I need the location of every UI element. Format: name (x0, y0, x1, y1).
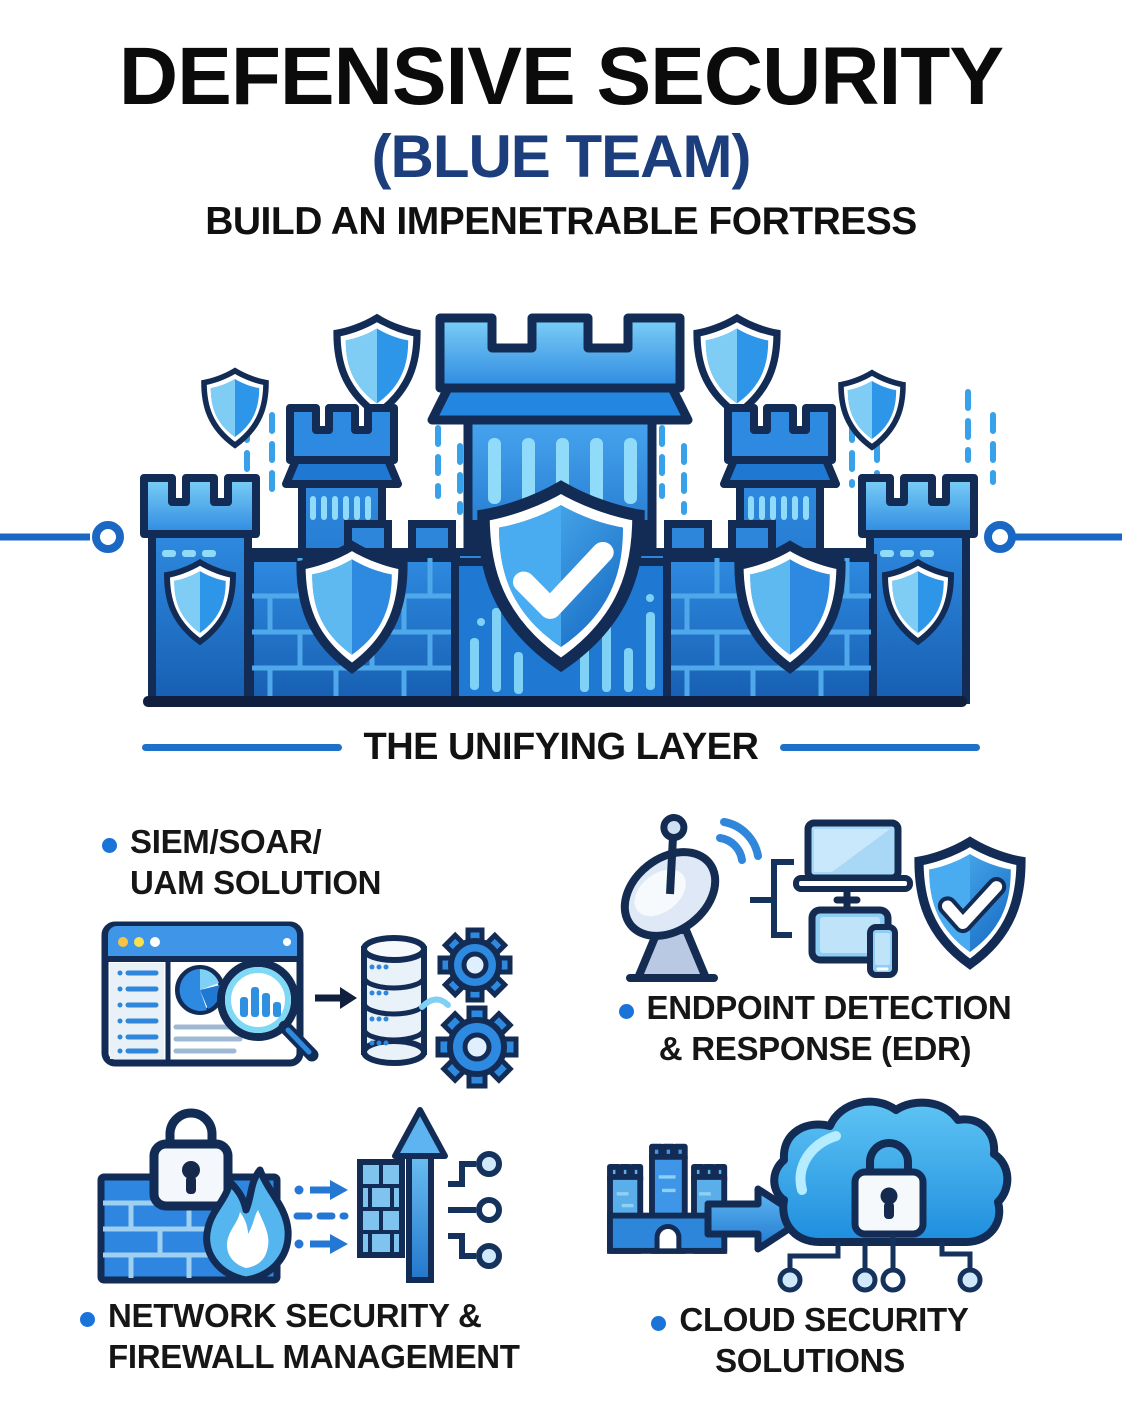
page-tagline: BUILD AN IMPENETRABLE FORTRESS (205, 200, 917, 244)
satellite-dish-icon (620, 814, 762, 982)
cloud-with-padlock-icon (770, 1097, 1012, 1246)
right-connector-node (984, 521, 1122, 553)
filter-wall-icon (357, 1159, 405, 1258)
bullet-dot (651, 1316, 667, 1331)
bullet-dot (618, 1004, 634, 1019)
bullet-dot (80, 1312, 95, 1327)
edr-label-line2: & RESPONSE (EDR) (658, 1029, 972, 1067)
network-icons (97, 1107, 502, 1284)
unifying-layer-label: THE UNIFYING LAYER (363, 726, 759, 768)
flame-icon (203, 1166, 292, 1284)
flow-arrow-icon (315, 987, 357, 1009)
cloud-label-line1: CLOUD SECURITY (679, 1301, 969, 1338)
laptop-icon (793, 819, 913, 892)
circuit-nodes-icon (448, 1151, 502, 1269)
siem-label-line1: SIEM/SOAR/ (130, 823, 322, 860)
divider-line-right (780, 744, 981, 751)
edr-label-line1: ENDPOINT DETECTION (646, 989, 1012, 1026)
gears-icon (435, 927, 519, 1089)
section-heading-network: NETWORK SECURITY & FIREWALL MANAGEMENT (80, 1296, 520, 1378)
up-arrow-icon (392, 1107, 448, 1283)
page-subtitle-blue-team: (BLUE TEAM) (371, 123, 752, 191)
ground-base-line (143, 696, 967, 707)
padlock-icon (149, 1108, 233, 1211)
section-heading-edr: ENDPOINT DETECTION & RESPONSE (EDR) (585, 988, 1045, 1070)
network-label-line2: FIREWALL MANAGEMENT (108, 1337, 520, 1375)
central-shield-check-icon (477, 480, 645, 673)
page-title: DEFENSIVE SECURITY (118, 31, 1004, 122)
pie-chart-icon (175, 965, 225, 1015)
magnifier-bar-chart-icon (217, 959, 319, 1062)
siem-label-line2: UAM SOLUTION (130, 863, 382, 901)
database-stack-icon (361, 935, 451, 1066)
title-block: DEFENSIVE SECURITY (BLUE TEAM) BUILD AN … (0, 34, 1122, 244)
fortress-illustration (0, 313, 1122, 707)
section-heading-cloud: CLOUD SECURITY SOLUTIONS (590, 1300, 1030, 1382)
left-connector-node (0, 521, 124, 553)
text-lines (173, 1024, 243, 1054)
network-label-line1: NETWORK SECURITY & (108, 1297, 482, 1334)
section-heading-siem: SIEM/SOAR/ UAM SOLUTION (102, 822, 382, 904)
mini-castle-icon (607, 1143, 728, 1254)
shield-check-icon (914, 836, 1026, 970)
phone-icon (867, 924, 898, 978)
unifying-layer-divider: THE UNIFYING LAYER (0, 726, 1122, 769)
siem-icons (101, 921, 519, 1089)
edr-icons (620, 814, 1026, 982)
bullet-dot (102, 838, 117, 853)
cloud-icons (607, 1097, 1012, 1293)
signal-waves-icon (716, 818, 762, 864)
connector-bracket (750, 859, 794, 938)
traffic-arrows-icon (293, 1180, 349, 1254)
cloud-label-line2: SOLUTIONS (715, 1341, 905, 1379)
circuit-nodes-icon (777, 1234, 983, 1293)
divider-line-left (141, 744, 342, 751)
